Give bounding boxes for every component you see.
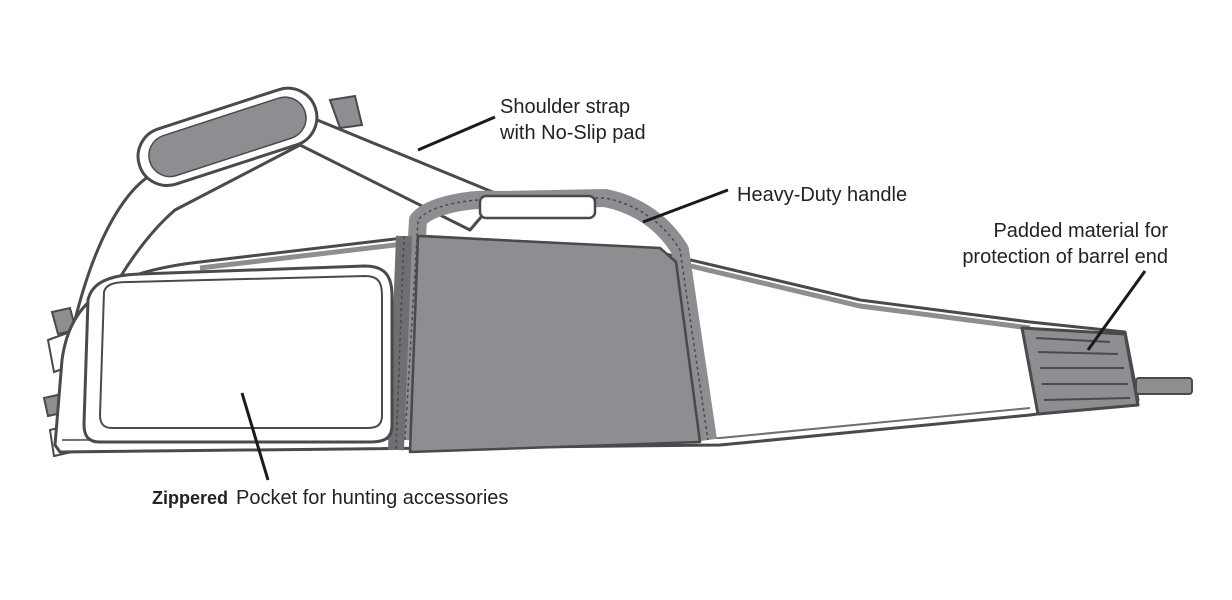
label-shoulder-strap: Shoulder strap with No-Slip pad bbox=[500, 94, 646, 146]
center-panel bbox=[388, 234, 702, 454]
label-padded-line1: Padded material for bbox=[993, 220, 1168, 242]
label-handle-text: Heavy-Duty handle bbox=[737, 184, 908, 206]
label-handle: Heavy-Duty handle bbox=[737, 182, 907, 208]
label-pocket-rest: Pocket for hunting accessories bbox=[236, 487, 509, 509]
label-padded-line2: protection of barrel end bbox=[962, 246, 1168, 268]
barrel-tip bbox=[1135, 377, 1193, 395]
label-padded: Padded material for protection of barrel… bbox=[962, 218, 1168, 270]
leader-line-handle bbox=[642, 188, 729, 224]
heavy-duty-handle bbox=[396, 189, 717, 442]
leader-line-shoulder-strap bbox=[417, 115, 496, 152]
leader-line-pocket bbox=[240, 392, 270, 481]
label-pocket-bold: Zippered bbox=[152, 488, 229, 508]
no-slip-pad bbox=[136, 86, 319, 187]
label-pocket: Zippered Pocket for hunting accessories bbox=[152, 485, 508, 511]
padded-barrel-end bbox=[1020, 326, 1140, 416]
label-shoulder-strap-line1: Shoulder strap bbox=[500, 96, 631, 118]
zippered-pocket bbox=[82, 264, 394, 444]
label-shoulder-strap-line2: with No-Slip pad bbox=[500, 122, 646, 144]
leader-line-padded bbox=[1086, 270, 1147, 351]
